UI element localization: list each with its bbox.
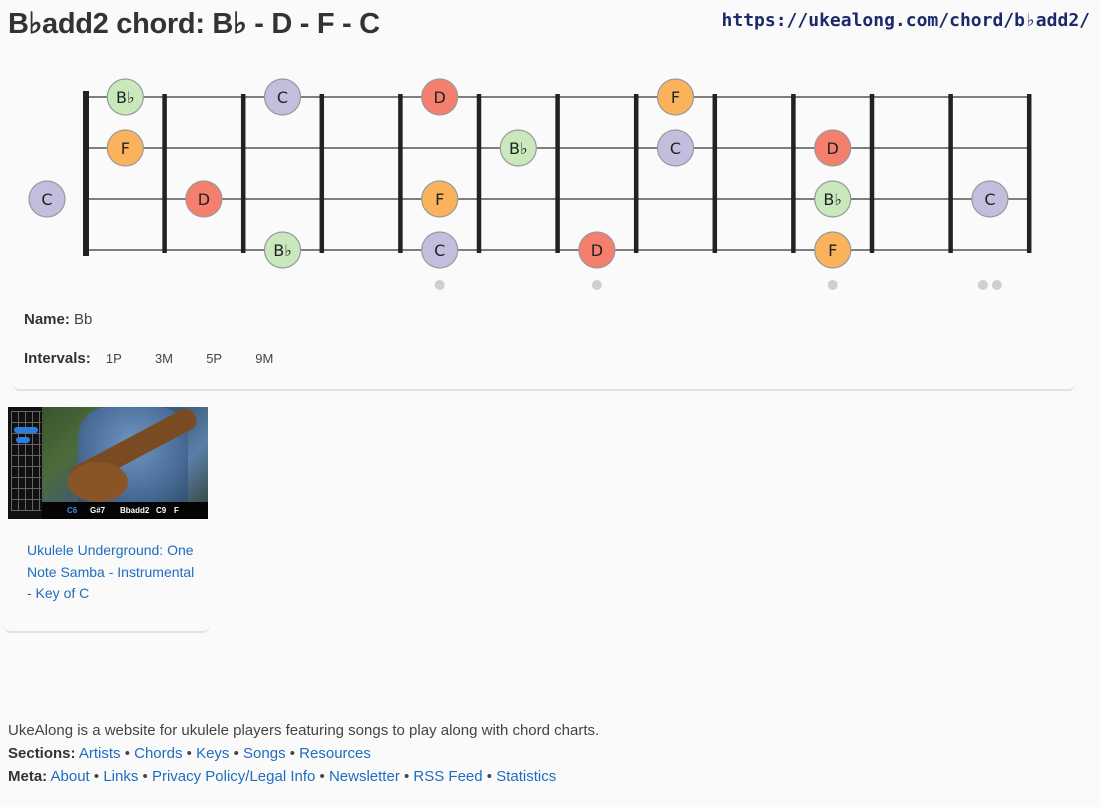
fret-marker-dot: [591, 280, 602, 290]
footer-link-chords[interactable]: Chords: [134, 745, 183, 762]
fret-marker-dot: [827, 280, 838, 290]
note-marker: [28, 180, 66, 218]
chord-info-card: Name: Bb Intervals: 1P 3M 5P 9M: [12, 295, 1076, 391]
note-label: F: [828, 241, 837, 260]
page-url-link[interactable]: https://ukealong.com/chord/b♭add2/: [721, 10, 1090, 31]
intervals-label: Intervals:: [24, 350, 91, 367]
interval-9m: 9M: [255, 351, 274, 366]
note-marker: [263, 78, 302, 116]
interval-3m: 3M: [154, 351, 174, 366]
note-label: C: [984, 190, 995, 209]
note-marker: [421, 78, 459, 116]
footer-meta: Meta: About • Links • Privacy Policy/Leg…: [8, 768, 557, 785]
note-marker: [263, 231, 302, 269]
note-label: B♭: [823, 190, 842, 209]
footer-meta-label: Meta:: [8, 768, 48, 785]
note-label: F: [121, 139, 130, 158]
note-marker: [499, 129, 537, 167]
footer-sections: Sections: Artists • Chords • Keys • Song…: [8, 745, 371, 762]
note-label: D: [827, 139, 839, 158]
footer-link-rss[interactable]: RSS Feed: [413, 768, 483, 785]
thumbnail-chord-label: C9: [156, 506, 167, 515]
footer-link-resources[interactable]: Resources: [299, 745, 371, 762]
thumbnail-finger-marker: [14, 427, 38, 433]
note-label: C: [41, 190, 52, 209]
note-marker: [656, 78, 695, 116]
thumbnail-ukulele-body: [68, 462, 128, 502]
note-marker: [814, 231, 852, 269]
note-marker: [106, 129, 144, 167]
footer-link-keys[interactable]: Keys: [196, 745, 230, 762]
footer: UkeAlong is a website for ukulele player…: [8, 719, 599, 788]
note-label: D: [434, 88, 446, 107]
chord-name-label: Name:: [24, 311, 70, 328]
fretboard-diagram: B♭ C D F F B♭ C D C D F B♭ C B♭ C D F: [28, 78, 1032, 290]
footer-link-privacy[interactable]: Privacy Policy/Legal Info: [151, 768, 316, 785]
note-marker: [106, 78, 144, 116]
note-marker: [814, 129, 852, 167]
footer-link-links[interactable]: Links: [103, 768, 139, 785]
note-marker: [814, 180, 852, 218]
chord-name-value: Bb: [74, 311, 93, 328]
note-label: D: [198, 190, 210, 209]
note-label: B♭: [509, 139, 528, 158]
note-label: B♭: [116, 88, 135, 107]
note-label: C: [434, 241, 445, 260]
thumbnail-finger-marker: [16, 437, 30, 443]
page-title: B♭add2 chord: B♭ - D - F - C: [8, 8, 380, 40]
video-card: C6 G#7 Bbadd2 C9 F Ukulele Underground: …: [3, 407, 210, 633]
video-thumbnail[interactable]: C6 G#7 Bbadd2 C9 F: [8, 407, 208, 519]
note-label: F: [671, 88, 680, 107]
note-marker: [656, 129, 695, 167]
note-label: D: [591, 241, 603, 260]
thumbnail-chord-label: C6: [67, 506, 78, 515]
fret-marker-dot: [991, 280, 1002, 290]
footer-link-statistics[interactable]: Statistics: [496, 768, 557, 785]
interval-5p: 5P: [206, 351, 223, 366]
footer-sections-label: Sections:: [8, 745, 76, 762]
thumbnail-chord-label: G#7: [90, 506, 106, 515]
note-label: C: [670, 139, 681, 158]
note-label: F: [435, 190, 444, 209]
footer-link-about[interactable]: About: [50, 768, 90, 785]
intervals-line: Intervals: 1P 3M 5P 9M: [24, 350, 291, 367]
note-marker: [971, 180, 1009, 218]
fret-marker-dot: [434, 280, 445, 290]
footer-link-songs[interactable]: Songs: [243, 745, 286, 762]
thumbnail-chord-label: Bbadd2: [120, 506, 150, 515]
interval-1p: 1P: [105, 351, 122, 366]
note-marker: [421, 180, 459, 218]
note-label: C: [277, 88, 288, 107]
footer-link-artists[interactable]: Artists: [78, 745, 121, 762]
note-marker: [185, 180, 223, 218]
thumbnail-chord-grid: [8, 407, 42, 519]
video-title-link[interactable]: Ukulele Underground: One Note Samba - In…: [27, 542, 195, 601]
footer-description: UkeAlong is a website for ukulele player…: [8, 722, 600, 739]
note-marker: [578, 231, 616, 269]
note-marker: [421, 231, 459, 269]
footer-link-newsletter[interactable]: Newsletter: [328, 768, 400, 785]
chord-name-line: Name: Bb: [24, 311, 92, 328]
fret-marker-dot: [977, 280, 988, 290]
thumbnail-chord-label: F: [174, 506, 179, 515]
thumbnail-chord-bar: C6 G#7 Bbadd2 C9 F: [42, 502, 208, 519]
note-label: B♭: [273, 241, 292, 260]
